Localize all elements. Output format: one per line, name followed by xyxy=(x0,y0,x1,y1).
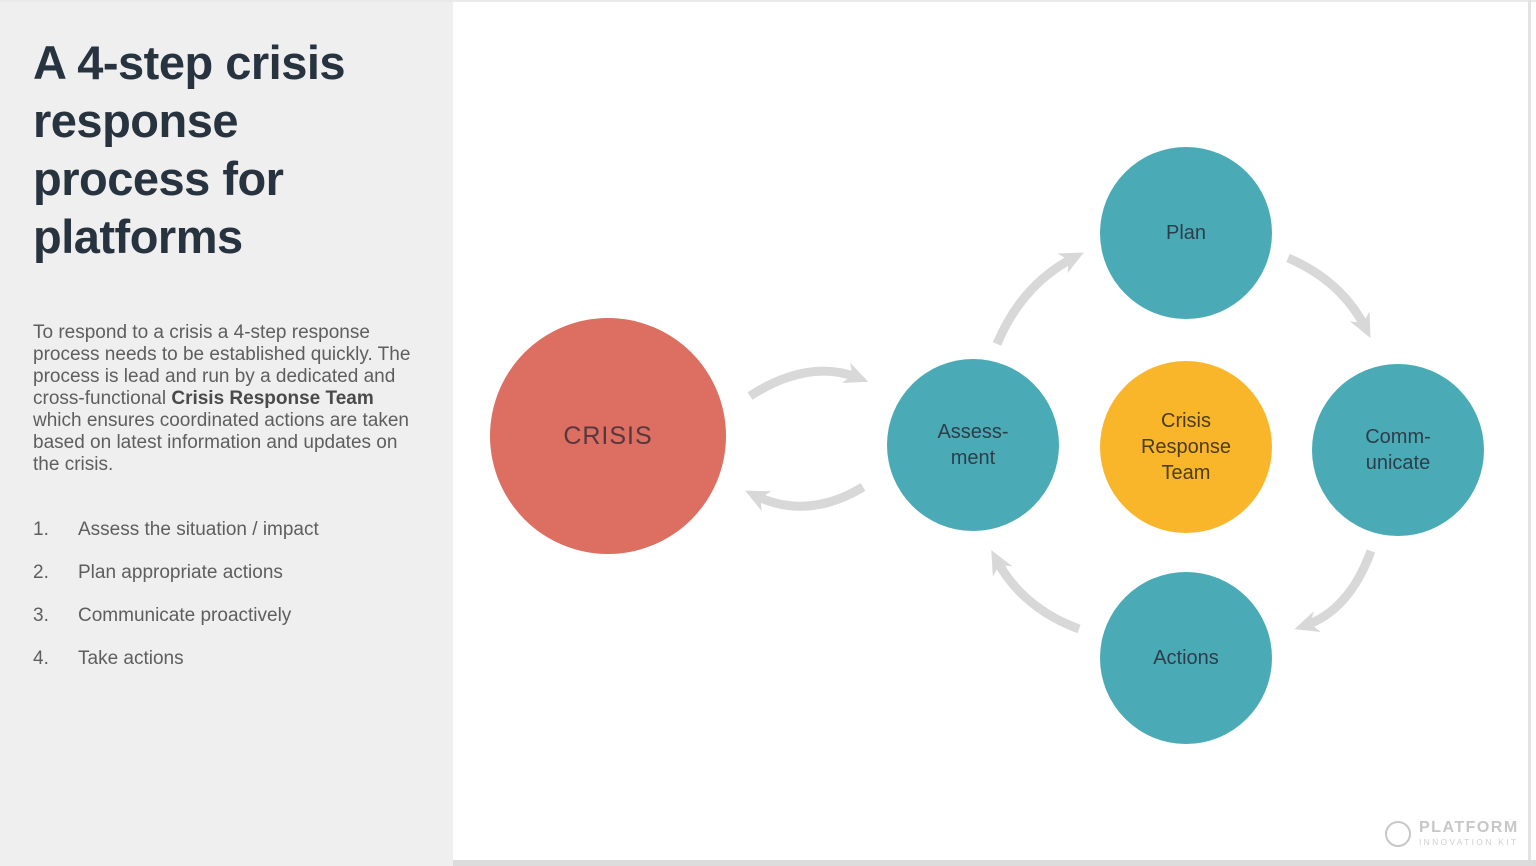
crisis-response-team-circle: Crisis Response Team xyxy=(1100,361,1272,533)
arrow-assessment-to-crisis xyxy=(745,483,866,512)
intro-text-part1: To respond to a crisis a 4-step response… xyxy=(33,322,411,409)
process-diagram: CRISIS Assess- ment Plan Crisis Response… xyxy=(455,0,1536,866)
list-item: 1. Assess the situation / impact xyxy=(33,518,438,541)
cycle-arrows xyxy=(745,252,1376,634)
assessment-circle: Assess- ment xyxy=(887,359,1059,531)
plan-circle: Plan xyxy=(1100,147,1272,319)
intro-text-part2: which ensures coordinated actions are ta… xyxy=(33,410,410,475)
slide-right-edge xyxy=(1528,0,1531,866)
actions-circle: Actions xyxy=(1100,572,1272,744)
slide-title: A 4-step crisis response process for pla… xyxy=(33,36,346,263)
arrow-assessment-to-plan xyxy=(992,252,1084,346)
list-item-number: 2. xyxy=(33,562,49,583)
list-item-text: Assess the situation / impact xyxy=(78,519,319,540)
intro-paragraph: To respond to a crisis a 4-step response… xyxy=(33,322,425,476)
brand-circle-icon xyxy=(1385,820,1411,847)
slide-bottom-edge xyxy=(453,860,1536,866)
slide-top-edge xyxy=(0,0,1536,2)
list-item: 3. Communicate proactively xyxy=(33,604,438,627)
intro-text-bold: Crisis Response Team xyxy=(171,388,374,409)
communicate-circle: Comm- unicate xyxy=(1312,364,1484,536)
list-item-text: Take actions xyxy=(78,648,184,669)
brand-name: PLATFORM xyxy=(1419,819,1519,836)
steps-list: 1. Assess the situation / impact 2. Plan… xyxy=(33,518,438,690)
list-item-number: 4. xyxy=(33,648,49,669)
list-item-number: 3. xyxy=(33,605,49,626)
brand-subtitle: INNOVATION KIT xyxy=(1419,837,1519,847)
list-item-text: Plan appropriate actions xyxy=(78,562,283,583)
list-item: 2. Plan appropriate actions xyxy=(33,561,438,584)
arrow-crisis-to-assessment xyxy=(747,362,869,400)
arrow-plan-to-communicate xyxy=(1286,253,1371,338)
arrow-communicate-to-actions xyxy=(1294,549,1376,632)
list-item-number: 1. xyxy=(33,519,49,540)
list-item: 4. Take actions xyxy=(33,647,438,670)
sidebar: A 4-step crisis response process for pla… xyxy=(0,0,453,866)
arrow-actions-to-assessment xyxy=(991,550,1081,634)
crisis-circle: CRISIS xyxy=(490,318,726,554)
list-item-text: Communicate proactively xyxy=(78,605,292,626)
brand-logo: PLATFORM INNOVATION KIT xyxy=(1385,820,1519,847)
